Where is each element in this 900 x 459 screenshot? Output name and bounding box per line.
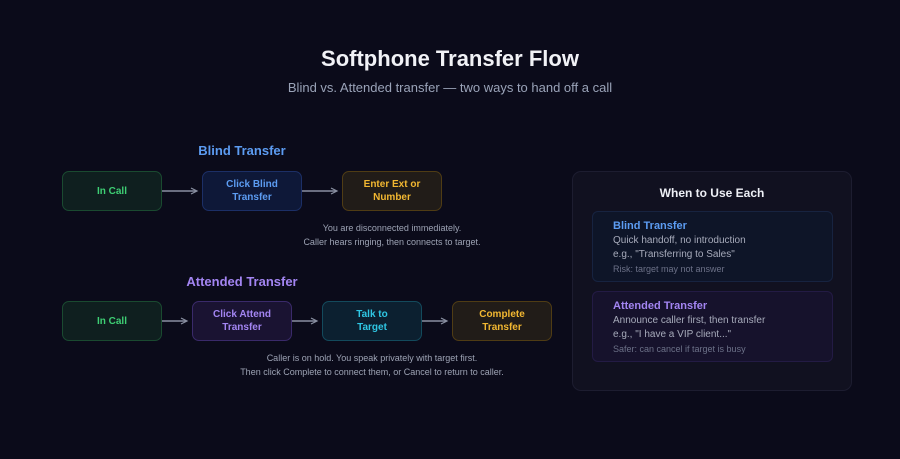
card-example: e.g., "Transferring to Sales" (613, 249, 735, 260)
step-text: Talk to Target (356, 309, 388, 333)
card-description: Quick handoff, no introduction (613, 235, 746, 246)
panel-title: When to Use Each (659, 186, 765, 200)
page-title: Softphone Transfer Flow (321, 46, 579, 71)
step-text: Click Blind Transfer (226, 179, 278, 203)
note-line: You are disconnected immediately. (322, 223, 462, 233)
blind-step-enter-ext: Enter Ext or Number (342, 171, 442, 211)
step-text: Enter Ext or Number (363, 179, 421, 203)
blind-transfer-note: You are disconnected immediately. Caller… (242, 221, 542, 249)
note-line: Caller is on hold. You speak privately w… (266, 353, 478, 363)
note-line: Caller hears ringing, then connects to t… (303, 237, 481, 247)
blind-transfer-label: Blind Transfer (198, 143, 286, 158)
attended-transfer-card: Attended Transfer Announce caller first,… (592, 291, 833, 362)
card-heading: Attended Transfer (613, 300, 708, 312)
step-text: Complete Transfer (479, 309, 525, 333)
blind-step-in-call: In Call (62, 171, 162, 211)
note-line: Then click Complete to connect them, or … (240, 367, 504, 377)
blind-transfer-card: Blind Transfer Quick handoff, no introdu… (592, 211, 833, 282)
attended-step-in-call: In Call (62, 301, 162, 341)
step-text: In Call (96, 315, 127, 327)
attended-transfer-label: Attended Transfer (186, 274, 298, 289)
attended-transfer-note: Caller is on hold. You speak privately w… (172, 351, 572, 379)
attended-step-talk-to-target: Talk to Target (322, 301, 422, 341)
card-description: Announce caller first, then transfer (613, 315, 766, 326)
step-text: In Call (96, 185, 127, 197)
arrow-icon (302, 186, 342, 196)
when-to-use-panel: When to Use Each Blind Transfer Quick ha… (572, 171, 852, 391)
arrow-icon (162, 186, 202, 196)
card-example: e.g., "I have a VIP client..." (613, 329, 732, 340)
card-heading: Blind Transfer (613, 220, 687, 232)
arrow-icon (162, 316, 192, 326)
blind-step-click-blind-transfer: Click Blind Transfer (202, 171, 302, 211)
arrow-icon (292, 316, 322, 326)
step-text: Click Attend Transfer (213, 309, 271, 333)
card-note: Risk: target may not answer (613, 264, 725, 274)
arrow-icon (422, 316, 452, 326)
attended-step-complete-transfer: Complete Transfer (452, 301, 552, 341)
attended-step-click-attend-transfer: Click Attend Transfer (192, 301, 292, 341)
card-note: Safer: can cancel if target is busy (613, 344, 746, 354)
page-subtitle: Blind vs. Attended transfer — two ways t… (287, 80, 613, 95)
